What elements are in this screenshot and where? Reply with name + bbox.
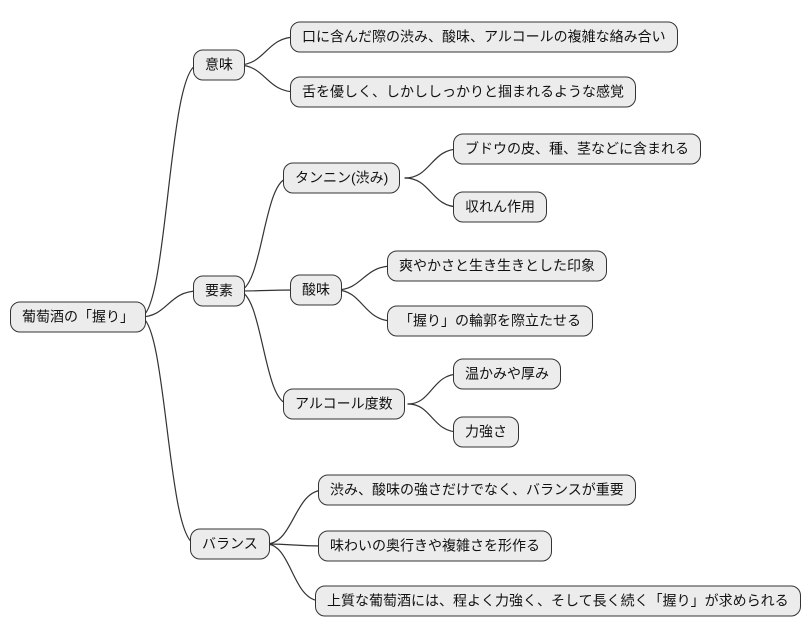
edge-meaning-leaf1 (237, 36, 297, 66)
leaf-acidity-1: 爽やかさと生き生きとした印象 (387, 250, 607, 282)
edge-balance-leaf2 (265, 543, 325, 547)
edge-elements-acidity (237, 289, 297, 292)
node-meaning: 意味 (193, 49, 245, 81)
leaf-tannin-2: 収れん作用 (453, 191, 547, 223)
edge-acidity-leaf1 (335, 265, 394, 291)
edge-elements-tannin (237, 177, 290, 292)
leaf-meaning-2: 舌を優しく、しかししっかりと掴まれるような感覚 (290, 76, 636, 108)
leaf-alcohol-2: 力強さ (453, 416, 519, 448)
edge-root-balance (139, 316, 197, 545)
edge-acidity-leaf2 (335, 289, 394, 322)
leaf-balance-3: 上質な葡萄酒には、程よく力強く、そして長く続く「握り」が求められる (315, 585, 801, 617)
node-root: 葡萄酒の「握り」 (10, 301, 146, 333)
edge-balance-leaf1 (265, 489, 325, 545)
node-tannin: タンニン(渋み) (283, 162, 401, 194)
node-balance: バランス (190, 528, 270, 560)
leaf-tannin-1: ブドウの皮、種、茎などに含まれる (453, 133, 701, 165)
edge-elements-alcohol (237, 290, 290, 405)
edge-tannin-leaf2 (404, 177, 460, 208)
edge-balance-leaf3 (265, 543, 322, 602)
edge-root-elements (139, 290, 199, 318)
edge-tannin-leaf1 (404, 148, 460, 179)
edge-alcohol-leaf2 (407, 403, 460, 433)
node-acidity: 酸味 (290, 274, 342, 306)
leaf-balance-1: 渋み、酸味の強さだけでなく、バランスが重要 (318, 474, 636, 506)
edge-alcohol-leaf1 (407, 373, 460, 405)
edge-root-meaning (139, 64, 199, 318)
leaf-balance-2: 味わいの奥行きや複雑さを形作る (318, 530, 552, 562)
node-elements: 要素 (193, 275, 245, 307)
leaf-acidity-2: 「握り」の輪郭を際立たせる (387, 305, 593, 337)
leaf-meaning-1: 口に含んだ際の渋み、酸味、アルコールの複雑な絡み合い (290, 21, 678, 53)
edge-meaning-leaf2 (237, 64, 297, 93)
node-alcohol: アルコール度数 (283, 388, 405, 420)
leaf-alcohol-1: 温かみや厚み (453, 358, 561, 390)
